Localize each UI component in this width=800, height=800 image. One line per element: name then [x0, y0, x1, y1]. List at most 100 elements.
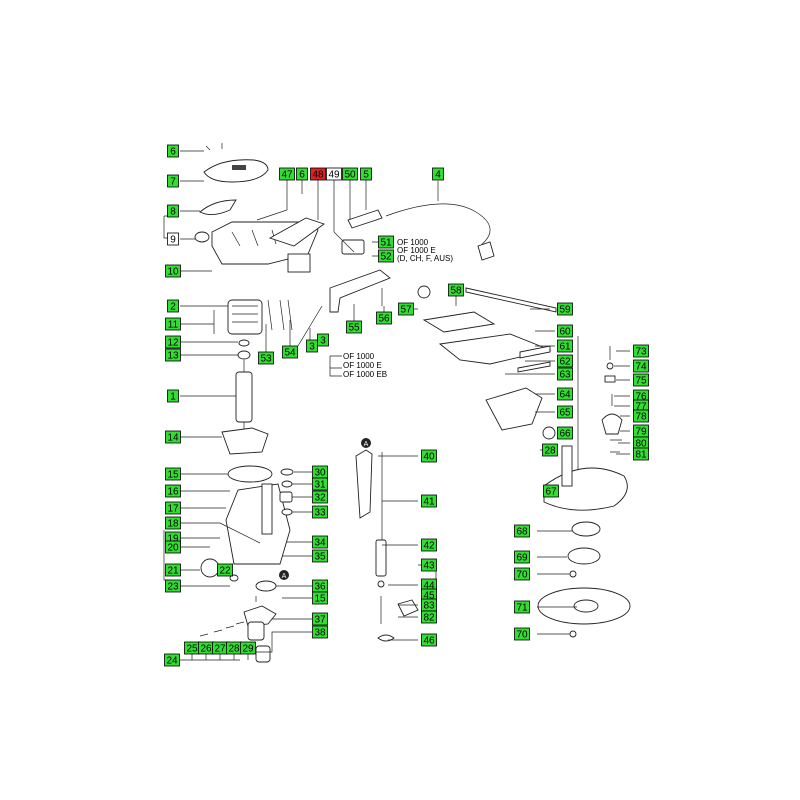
callout-box-17	[165, 501, 181, 515]
callout-label-26: 26	[198, 641, 214, 655]
callout-number-38: 38	[314, 628, 326, 639]
callout-box-42	[421, 538, 437, 552]
callout-label-55: 55	[346, 320, 362, 334]
callout-label-3a: 3	[306, 339, 318, 353]
callout-label-33: 33	[312, 505, 328, 519]
variant-3-line-3: OF 1000 EB	[343, 370, 387, 379]
callout-label-10: 10	[165, 264, 181, 278]
callout-number-58: 58	[450, 286, 462, 297]
callout-label-50: 50	[342, 167, 358, 181]
callout-label-59: 59	[557, 302, 573, 316]
variant-51-line-3: (D, CH, F, AUS)	[397, 254, 453, 263]
callout-number-4: 4	[435, 170, 441, 181]
callout-label-77: 77	[633, 399, 649, 413]
callout-label-6b: 6	[296, 167, 308, 181]
callout-label-16: 16	[165, 484, 181, 498]
callout-label-48: 48	[310, 167, 326, 181]
callout-label-4: 4	[432, 167, 444, 181]
callout-number-71: 71	[516, 603, 528, 614]
callout-number-8: 8	[170, 207, 176, 218]
callout-label-68: 68	[514, 524, 530, 538]
callout-number-22: 22	[219, 566, 231, 577]
callout-number-70a: 70	[516, 570, 528, 581]
armature-part	[235, 371, 253, 423]
callout-label-12: 12	[165, 335, 181, 349]
callout-box-7	[167, 174, 179, 188]
callout-label-32: 32	[312, 490, 328, 504]
callout-box-81	[633, 447, 649, 461]
knob-part	[194, 231, 210, 243]
callout-number-25: 25	[186, 644, 198, 655]
callout-number-83: 83	[423, 601, 435, 612]
callout-number-28b: 28	[228, 644, 240, 655]
callout-number-40: 40	[423, 452, 435, 463]
callout-number-50: 50	[344, 170, 356, 181]
callout-number-10: 10	[167, 267, 179, 278]
callout-label-79: 79	[633, 424, 649, 438]
callout-box-71	[514, 600, 530, 614]
callout-box-65	[557, 405, 573, 419]
callout-number-54: 54	[284, 348, 296, 359]
callout-label-5: 5	[360, 167, 372, 181]
callout-number-21: 21	[167, 566, 179, 577]
callout-number-7: 7	[170, 177, 176, 188]
callout-box-53	[258, 351, 274, 365]
callout-label-83: 83	[421, 598, 437, 612]
callout-label-51: 51	[378, 235, 394, 249]
callout-box-63	[557, 367, 573, 381]
callout-number-47: 47	[281, 170, 293, 181]
callout-number-16: 16	[167, 487, 179, 498]
callout-label-74: 74	[633, 359, 649, 373]
callout-label-25: 25	[184, 641, 200, 655]
callout-box-20	[165, 540, 181, 554]
callout-label-66: 66	[557, 426, 573, 440]
callout-number-20: 20	[167, 543, 179, 554]
callout-box-40	[421, 449, 437, 463]
callout-number-6b: 6	[299, 170, 305, 181]
callout-number-65: 65	[559, 408, 571, 419]
callout-box-82	[421, 610, 437, 624]
svg-text:A: A	[282, 573, 287, 580]
callout-number-1: 1	[170, 392, 176, 403]
callout-number-35: 35	[314, 552, 326, 563]
callout-box-6a	[167, 144, 179, 158]
callout-number-52: 52	[380, 252, 392, 263]
callout-number-15b: 15	[314, 594, 326, 605]
callout-label-64: 64	[557, 387, 573, 401]
callout-number-3b: 3	[320, 336, 326, 347]
callout-number-62: 62	[559, 357, 571, 368]
callout-box-59	[557, 302, 573, 316]
svg-text:A: A	[364, 441, 369, 448]
callout-number-46: 46	[423, 636, 435, 647]
callout-number-59: 59	[559, 305, 571, 316]
callout-number-34: 34	[314, 538, 326, 549]
callout-number-2: 2	[170, 302, 176, 313]
callout-label-43: 43	[421, 558, 437, 572]
callout-number-75: 75	[635, 376, 647, 387]
callout-box-14	[165, 430, 181, 444]
callout-box-4	[432, 167, 444, 181]
callout-label-13: 13	[165, 348, 181, 362]
callout-label-18: 18	[165, 516, 181, 530]
callout-label-49: 49	[326, 167, 342, 181]
callout-box-41	[421, 494, 437, 508]
callout-number-26: 26	[200, 644, 212, 655]
callout-box-70b	[514, 627, 530, 641]
callout-box-50	[342, 167, 358, 181]
callout-box-47	[279, 167, 295, 181]
variant-51-line-2: OF 1000 E	[397, 246, 436, 255]
callout-label-34: 34	[312, 535, 328, 549]
callout-label-6a: 6	[167, 144, 179, 158]
callout-number-73: 73	[635, 347, 647, 358]
callout-box-15	[165, 467, 181, 481]
callout-label-21: 21	[165, 563, 181, 577]
callout-box-18	[165, 516, 181, 530]
variant-51-line-1: OF 1000	[397, 238, 429, 247]
callout-number-43: 43	[423, 561, 435, 572]
callout-number-42: 42	[423, 541, 435, 552]
callout-label-9: 9	[167, 232, 179, 246]
callout-label-78: 78	[633, 409, 649, 423]
callout-label-65: 65	[557, 405, 573, 419]
